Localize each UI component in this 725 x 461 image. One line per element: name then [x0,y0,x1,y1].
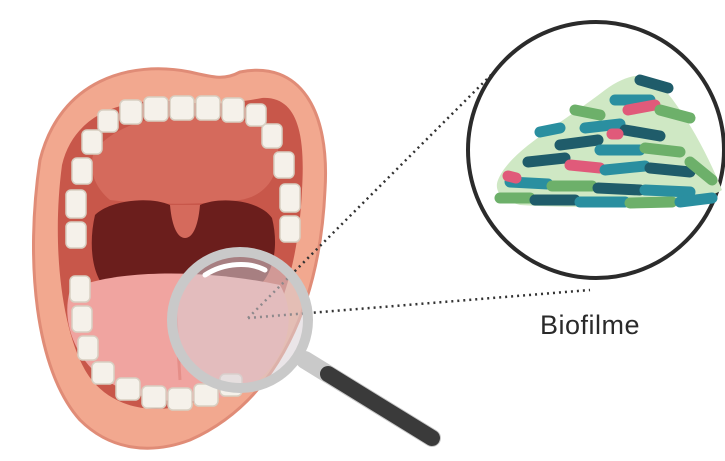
magnifier-lens [172,252,308,388]
open-mouth-icon [33,69,325,448]
magnifier-handle [328,374,432,438]
biofilm-zoom-circle [468,22,724,278]
biofilm-label: Biofilme [540,310,640,341]
